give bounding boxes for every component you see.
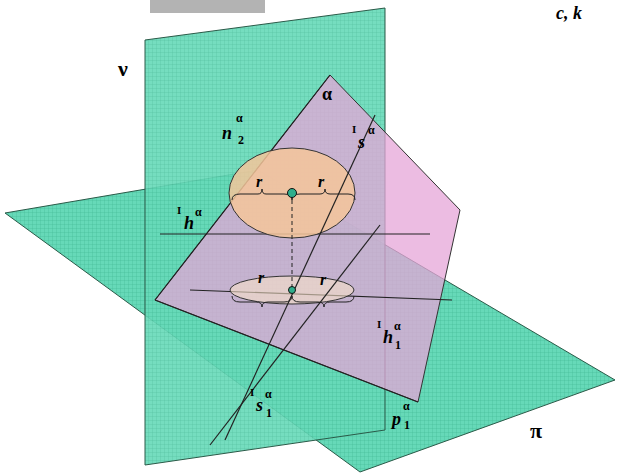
slope-line [210,225,380,445]
line-label: n [222,124,232,142]
line-prefix: I [177,205,181,216]
line-label: h [184,214,194,232]
line-label: p [392,410,401,428]
plane-label: α [322,85,332,103]
projection-line [292,193,293,290]
line-superscript: α [236,112,243,124]
line-label: h [383,328,393,346]
bracket [292,296,354,307]
line-prefix: I [352,124,356,135]
radius-label: r [320,272,326,288]
line-subscript: 1 [404,419,410,431]
line-subscript: 1 [395,339,401,351]
radius-label: r [318,174,324,190]
line-prefix: I [377,319,381,330]
line-superscript: α [368,124,375,136]
header-bar [150,0,265,13]
line-subscript: 1 [266,407,272,419]
line-label: s [358,133,365,151]
line-superscript: α [394,320,401,332]
line-superscript: α [195,206,202,218]
line-subscript: 2 [238,134,244,146]
line-prefix: I [250,387,254,398]
plane-label: π [530,420,542,442]
center-point [288,189,297,198]
bracket [232,189,292,200]
bracket [232,296,292,307]
slope-line [225,115,375,440]
line-superscript: α [403,400,410,412]
note-label: c, k [556,4,582,22]
line-superscript: α [265,388,272,400]
trace-line [155,300,418,402]
plane-label: ν [118,58,128,80]
bracket [292,189,355,200]
plane-alpha [155,75,460,402]
line-label: s [256,396,263,414]
radius-label: r [258,270,264,286]
radius-label: r [256,174,262,190]
center-point [289,287,296,294]
